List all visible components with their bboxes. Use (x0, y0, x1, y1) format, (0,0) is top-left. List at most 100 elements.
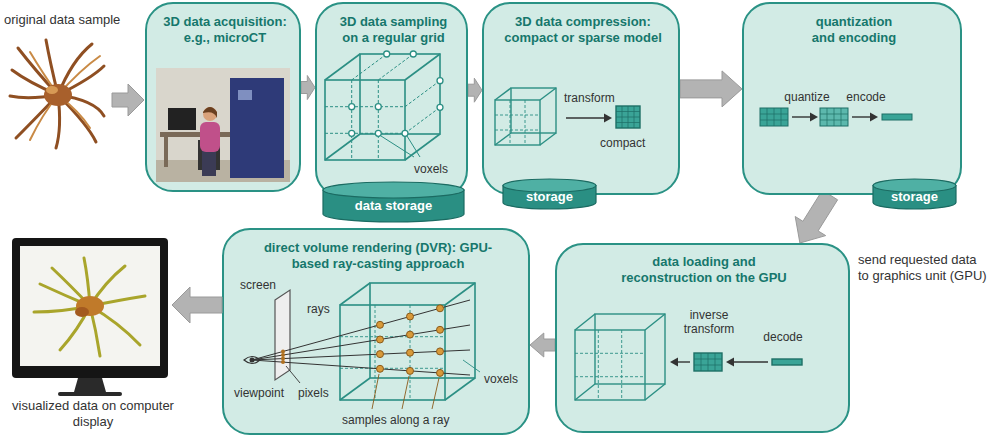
quantize-sketch-part-part (760, 120, 788, 121)
process-stage: 3D data acquisition: e.g., microCT (145, 2, 301, 192)
monitor-picture-part-part (60, 306, 90, 350)
transform-sketch-part (511, 88, 556, 133)
reconstruct-sketch-part-part (701, 353, 702, 371)
reconstruct-sketch-part-part (575, 376, 645, 377)
voxel-grid-cube-part-part (405, 81, 440, 107)
caption-label-slot: visualized data on computer display (2, 398, 184, 429)
raycast-sketch-part-part (340, 283, 370, 305)
part-label-slot: voxels (414, 162, 460, 176)
raycast-sketch (244, 283, 480, 409)
specimen-picture-part-part (58, 95, 96, 142)
voxel-grid-cube-part (325, 54, 440, 160)
process-stage: quantization and encodingquantizeencodes… (742, 2, 962, 195)
raycast-sketch-part (340, 283, 475, 400)
raycast-sketch-part-part (437, 348, 444, 355)
raycast-sketch-part-part (340, 305, 445, 400)
voxel-grid-cube-part (405, 134, 440, 160)
transform-sketch-part-part (616, 117, 640, 118)
raycast-sketch-part-part (407, 331, 414, 338)
quantize-sketch-part (870, 113, 878, 122)
transform-sketch-part-part (495, 115, 540, 116)
raycast-sketch-part-part (432, 378, 439, 409)
process-stage: 3D data compression: compact or sparse m… (482, 2, 680, 195)
stage-heading-slot: 3D data acquisition: e.g., microCT (152, 14, 298, 45)
step-label-slot: decode (754, 330, 812, 344)
raycast-sketch-part-part (281, 357, 285, 361)
specimen-picture (10, 40, 104, 148)
transform-sketch-part-part (616, 122, 640, 123)
process-stage: data loading and reconstruction on the G… (555, 243, 850, 433)
transform-sketch-part-part (628, 106, 629, 128)
part-label-slot: screen (240, 278, 284, 292)
raycast-sketch-part-part-part (375, 305, 376, 400)
storage-label: storage (526, 189, 573, 205)
voxel-grid-cube-part-part (375, 130, 381, 136)
flow-arrow (112, 84, 144, 116)
monitor-picture-part (76, 296, 104, 316)
raycast-sketch-part-part (407, 313, 414, 320)
raycast-sketch-part (252, 300, 470, 375)
raycast-sketch-part-part (372, 374, 379, 409)
stage-heading: quantization and encoding (804, 14, 904, 45)
reconstruct-sketch-part (595, 314, 665, 384)
step-label-slot: encode (840, 90, 892, 104)
monitor-picture-part (12, 238, 168, 378)
voxel-grid-cube (325, 51, 443, 160)
cylinder-top (323, 182, 464, 198)
transform-sketch-part-part (510, 100, 511, 145)
storage-label-slot: storage (872, 186, 957, 209)
quantize-sketch-part (792, 116, 811, 117)
lab-photo-part (203, 107, 217, 118)
raycast-sketch-part (275, 290, 290, 380)
raycast-sketch-part-part (340, 378, 370, 400)
specimen-picture-part-part (58, 95, 90, 128)
raycast-sketch-part-part (437, 326, 444, 333)
flow-arrow (680, 71, 742, 107)
specimen-picture-part-part (58, 95, 104, 116)
reconstruct-sketch-part (677, 361, 690, 362)
reconstruct-sketch-part (645, 384, 665, 400)
monitor-picture-part-part (40, 284, 90, 306)
transform-sketch-part (495, 100, 540, 145)
part-label-slot: pixels (298, 386, 338, 400)
step-label: transform (564, 91, 630, 105)
raycast-sketch-part-part (445, 378, 475, 400)
reconstruct-sketch-part (575, 314, 595, 330)
monitor-picture-part (34, 258, 145, 356)
monitor-picture-part-part (52, 268, 90, 306)
voxel-grid-cube-part-part (410, 51, 416, 57)
specimen-picture-part-part (46, 40, 58, 95)
raycast-sketch-part-part (407, 367, 414, 374)
lab-photo-part (156, 68, 290, 182)
raycast-sketch-part-part (407, 349, 414, 356)
reconstruct-sketch-part-part (575, 353, 645, 354)
lab-photo-part (198, 140, 220, 170)
quantize-sketch-part (810, 113, 818, 122)
quantize-sketch (760, 108, 912, 126)
voxel-grid-cube-part-part (325, 133, 405, 134)
reconstruct-sketch-part (733, 361, 768, 362)
raycast-sketch-part-part (377, 336, 384, 343)
reconstruct-sketch-part (694, 353, 722, 371)
storage-label-slot: data storage (322, 190, 465, 222)
part-label: rays (307, 302, 347, 316)
raycast-sketch-part-part-part (340, 336, 445, 337)
raycast-sketch-part-part (252, 325, 470, 360)
voxel-grid-cube-part-part (351, 80, 352, 160)
specimen-picture-part (44, 84, 72, 106)
stage-heading-slot: 3D data sampling on a regular grid (330, 14, 457, 45)
storage-label-slot: storage (502, 186, 597, 209)
voxel-grid-cube-part (325, 80, 405, 160)
stage-heading-slot: data loading and reconstruction on the G… (609, 254, 799, 285)
reconstruct-sketch-part (575, 330, 645, 400)
specimen-picture-part (10, 40, 104, 148)
specimen-picture-part-part (18, 48, 58, 95)
quantize-sketch-part (760, 108, 788, 126)
voxel-grid-cube-part (405, 54, 440, 80)
reconstruct-sketch (575, 314, 802, 400)
raycast-sketch-part (463, 360, 480, 372)
voxel-grid-cube-part-part (437, 78, 443, 84)
lab-photo-part (238, 90, 252, 100)
reconstruct-sketch-part (772, 359, 802, 365)
part-label: pixels (298, 386, 338, 400)
